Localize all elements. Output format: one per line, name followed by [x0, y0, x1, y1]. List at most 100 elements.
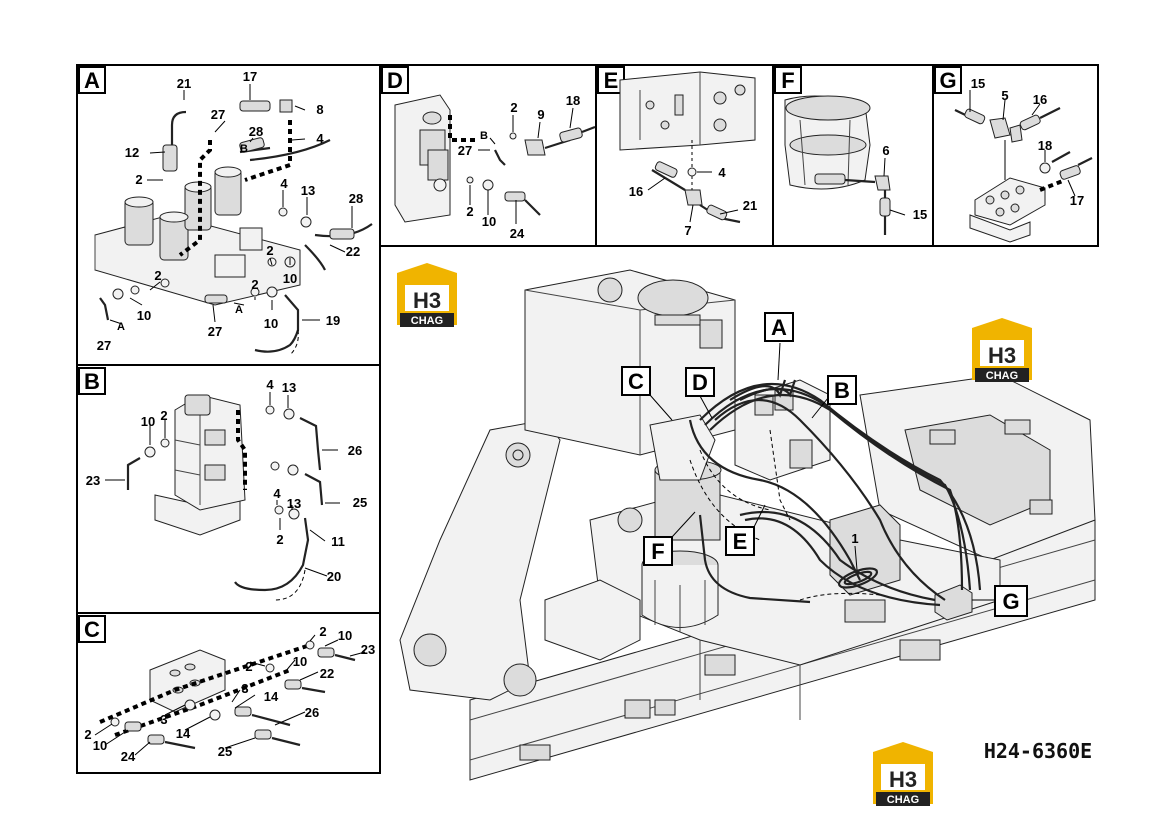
svg-text:2: 2 [84, 727, 91, 742]
svg-text:C: C [628, 369, 644, 394]
svg-text:2: 2 [160, 408, 167, 423]
svg-text:H3: H3 [413, 288, 441, 313]
svg-text:4: 4 [266, 377, 274, 392]
watermark-logo-top-left: H3 CHAG [397, 263, 457, 327]
svg-text:10: 10 [293, 654, 307, 669]
watermark-logo-bottom: H3 CHAG [873, 742, 933, 806]
svg-text:19: 19 [326, 313, 340, 328]
svg-text:4: 4 [316, 131, 324, 146]
panel-f-callouts: 6 15 [882, 143, 927, 222]
panel-c-callouts: 2 10 23 2 10 22 3 14 3 14 26 2 10 24 25 [84, 624, 375, 764]
svg-text:6: 6 [882, 143, 889, 158]
panel-d-drawing [394, 94, 596, 223]
svg-text:1: 1 [851, 531, 858, 546]
svg-text:22: 22 [346, 244, 360, 259]
svg-text:24: 24 [121, 749, 136, 764]
svg-text:10: 10 [141, 414, 155, 429]
svg-text:10: 10 [264, 316, 278, 331]
main-flag-f: F [643, 511, 696, 566]
svg-text:CHAG: CHAG [887, 794, 919, 806]
svg-text:17: 17 [243, 69, 257, 84]
svg-text:A: A [235, 304, 243, 316]
svg-text:18: 18 [1038, 138, 1052, 153]
panel-a-drawing [94, 99, 373, 356]
svg-text:H3: H3 [889, 767, 917, 792]
main-flag-e: E [725, 504, 766, 556]
svg-text:4: 4 [273, 486, 281, 501]
svg-text:8: 8 [316, 102, 323, 117]
svg-text:B: B [480, 130, 488, 142]
panel-c-frame [76, 612, 381, 774]
svg-text:28: 28 [249, 124, 263, 139]
svg-text:27: 27 [97, 338, 111, 353]
main-flag-g: G [972, 585, 1028, 617]
svg-text:2: 2 [245, 659, 252, 674]
svg-text:CHAG: CHAG [411, 315, 443, 327]
svg-text:A: A [771, 315, 787, 340]
main-chassis-drawing [399, 269, 1096, 781]
svg-text:11: 11 [331, 534, 345, 549]
svg-text:B: B [84, 369, 100, 394]
svg-text:27: 27 [211, 107, 225, 122]
svg-text:4: 4 [280, 176, 288, 191]
svg-text:4: 4 [718, 165, 726, 180]
panel-c-drawing [99, 640, 356, 750]
panel-g-drawing [954, 107, 1093, 243]
svg-text:15: 15 [913, 207, 927, 222]
svg-text:2: 2 [154, 268, 161, 283]
panel-b-drawing [126, 394, 324, 601]
svg-text:27: 27 [208, 324, 222, 339]
svg-text:16: 16 [1033, 92, 1047, 107]
svg-text:27: 27 [458, 143, 472, 158]
svg-text:25: 25 [218, 744, 232, 759]
svg-text:26: 26 [305, 705, 319, 720]
svg-text:E: E [604, 68, 619, 93]
svg-text:14: 14 [176, 726, 191, 741]
svg-text:B: B [240, 143, 248, 155]
svg-text:22: 22 [320, 666, 334, 681]
svg-text:2: 2 [319, 624, 326, 639]
panel-g-frame [932, 64, 1099, 247]
svg-text:2: 2 [276, 532, 283, 547]
panel-g-callouts: 15 5 16 18 17 [969, 76, 1084, 208]
panel-e-drawing [619, 71, 756, 224]
main-callout-1: 1 [851, 531, 859, 571]
svg-text:C: C [84, 617, 100, 642]
svg-text:5: 5 [1001, 88, 1008, 103]
svg-text:16: 16 [629, 184, 643, 199]
drawing-code: H24-6360E [984, 739, 1092, 763]
svg-text:2: 2 [135, 172, 142, 187]
svg-text:A: A [84, 68, 100, 93]
svg-text:10: 10 [283, 271, 297, 286]
svg-text:D: D [387, 68, 403, 93]
svg-text:10: 10 [137, 308, 151, 323]
watermark-logo-right: H3 CHAG [972, 318, 1032, 382]
panel-letter-a: A [78, 66, 106, 94]
svg-text:2: 2 [266, 243, 273, 258]
svg-text:24: 24 [510, 226, 525, 241]
svg-text:13: 13 [282, 380, 296, 395]
svg-text:23: 23 [361, 642, 375, 657]
svg-text:F: F [781, 68, 794, 93]
svg-text:10: 10 [93, 738, 107, 753]
svg-text:G: G [939, 68, 956, 93]
svg-text:2: 2 [466, 204, 473, 219]
main-hoses [688, 379, 982, 607]
svg-text:D: D [692, 370, 708, 395]
svg-text:23: 23 [86, 473, 100, 488]
panel-a-callouts: 21 17 8 27 28 4 12 B 2 4 13 28 22 2 10 2… [97, 69, 363, 353]
svg-text:14: 14 [264, 689, 279, 704]
svg-text:21: 21 [177, 76, 191, 91]
svg-text:13: 13 [287, 496, 301, 511]
svg-text:20: 20 [327, 569, 341, 584]
svg-text:H3: H3 [988, 343, 1016, 368]
panel-letter-g: G [934, 66, 962, 94]
svg-text:E: E [733, 529, 748, 554]
svg-text:2: 2 [251, 277, 258, 292]
main-flag-a: A [764, 312, 794, 381]
svg-text:12: 12 [125, 145, 139, 160]
svg-text:2: 2 [510, 100, 517, 115]
svg-text:10: 10 [338, 628, 352, 643]
panel-letter-d: D [381, 66, 409, 94]
svg-text:F: F [651, 539, 664, 564]
